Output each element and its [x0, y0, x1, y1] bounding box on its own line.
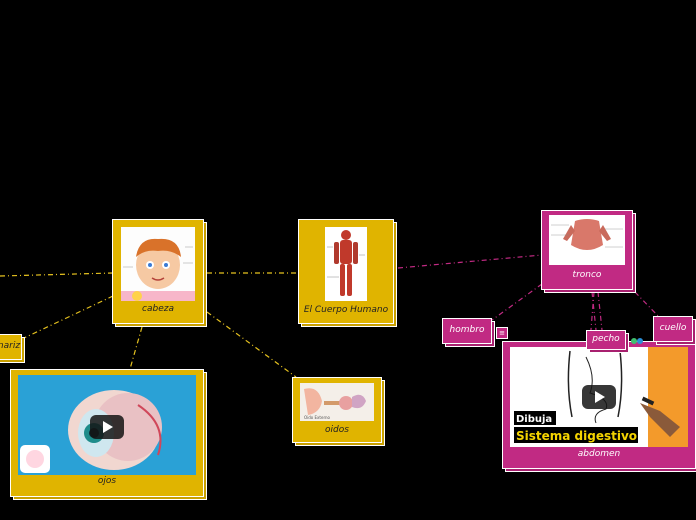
- node-nariz[interactable]: nariz: [0, 334, 25, 363]
- link-tronco-abdomen: [589, 291, 595, 343]
- node-central-label: El Cuerpo Humano: [303, 305, 389, 315]
- hombro-notes-icon[interactable]: ≡: [496, 327, 508, 339]
- node-abdomen-label: abdomen: [577, 449, 621, 459]
- node-cuello[interactable]: cuello: [653, 316, 696, 345]
- link-tronco-pecho-1: [591, 291, 597, 331]
- abdomen-video-thumbnail[interactable]: Dibuja el Sistema digestivo: [510, 347, 688, 447]
- ojos-video-thumbnail[interactable]: [18, 375, 196, 475]
- cabeza-image: [121, 227, 195, 301]
- muscular-body-illustration: [325, 227, 367, 301]
- node-hombro[interactable]: hombro: [442, 318, 495, 347]
- node-oidos[interactable]: Oido Externo oidos: [292, 377, 385, 446]
- boy-face-illustration: [121, 227, 195, 301]
- link-cabeza-ojos: [129, 326, 143, 370]
- ear-anatomy-illustration: Oido Externo: [300, 383, 374, 421]
- video-title-line1: Dibuja el: [516, 414, 566, 425]
- node-tronco-label: tronco: [572, 270, 602, 280]
- node-ojos[interactable]: ojos: [10, 369, 207, 500]
- node-pecho-label: pecho: [592, 334, 620, 344]
- link-tronco-cuello: [634, 291, 661, 319]
- central-image: [325, 227, 367, 301]
- node-oidos-label: oidos: [325, 425, 349, 435]
- abdomen-play-icon[interactable]: [582, 385, 616, 409]
- link-left-offscreen: [0, 272, 114, 277]
- link-tronco-pecho-2: [597, 291, 603, 331]
- ojos-play-icon[interactable]: [90, 415, 124, 439]
- node-tronco[interactable]: tronco: [541, 210, 636, 293]
- link-tronco-hombro: [491, 283, 543, 321]
- video-title-line2: Sistema digestivo: [516, 429, 637, 443]
- node-cabeza-label: cabeza: [142, 304, 174, 314]
- node-pecho[interactable]: pecho: [586, 330, 629, 353]
- oidos-image: Oido Externo: [300, 383, 374, 421]
- torso-muscles-illustration: [549, 215, 625, 265]
- link-cabeza-oidos: [206, 311, 297, 378]
- link-central-tronco: [397, 254, 543, 269]
- node-central[interactable]: El Cuerpo Humano: [298, 219, 397, 327]
- node-ojos-label: ojos: [97, 476, 117, 486]
- node-abdomen[interactable]: Dibuja el Sistema digestivo abdomen: [502, 341, 696, 472]
- tronco-image: [549, 215, 625, 265]
- svg-text:Oido Externo: Oido Externo: [304, 415, 331, 420]
- digestive-system-illustration: Dibuja el Sistema digestivo: [510, 347, 688, 447]
- node-cuello-label: cuello: [659, 323, 687, 333]
- link-cabeza-nariz: [23, 295, 114, 339]
- node-hombro-label: hombro: [449, 325, 485, 335]
- node-cabeza[interactable]: cabeza: [112, 219, 207, 327]
- node-nariz-label: nariz: [0, 341, 21, 351]
- pecho-link-icon[interactable]: [631, 336, 643, 346]
